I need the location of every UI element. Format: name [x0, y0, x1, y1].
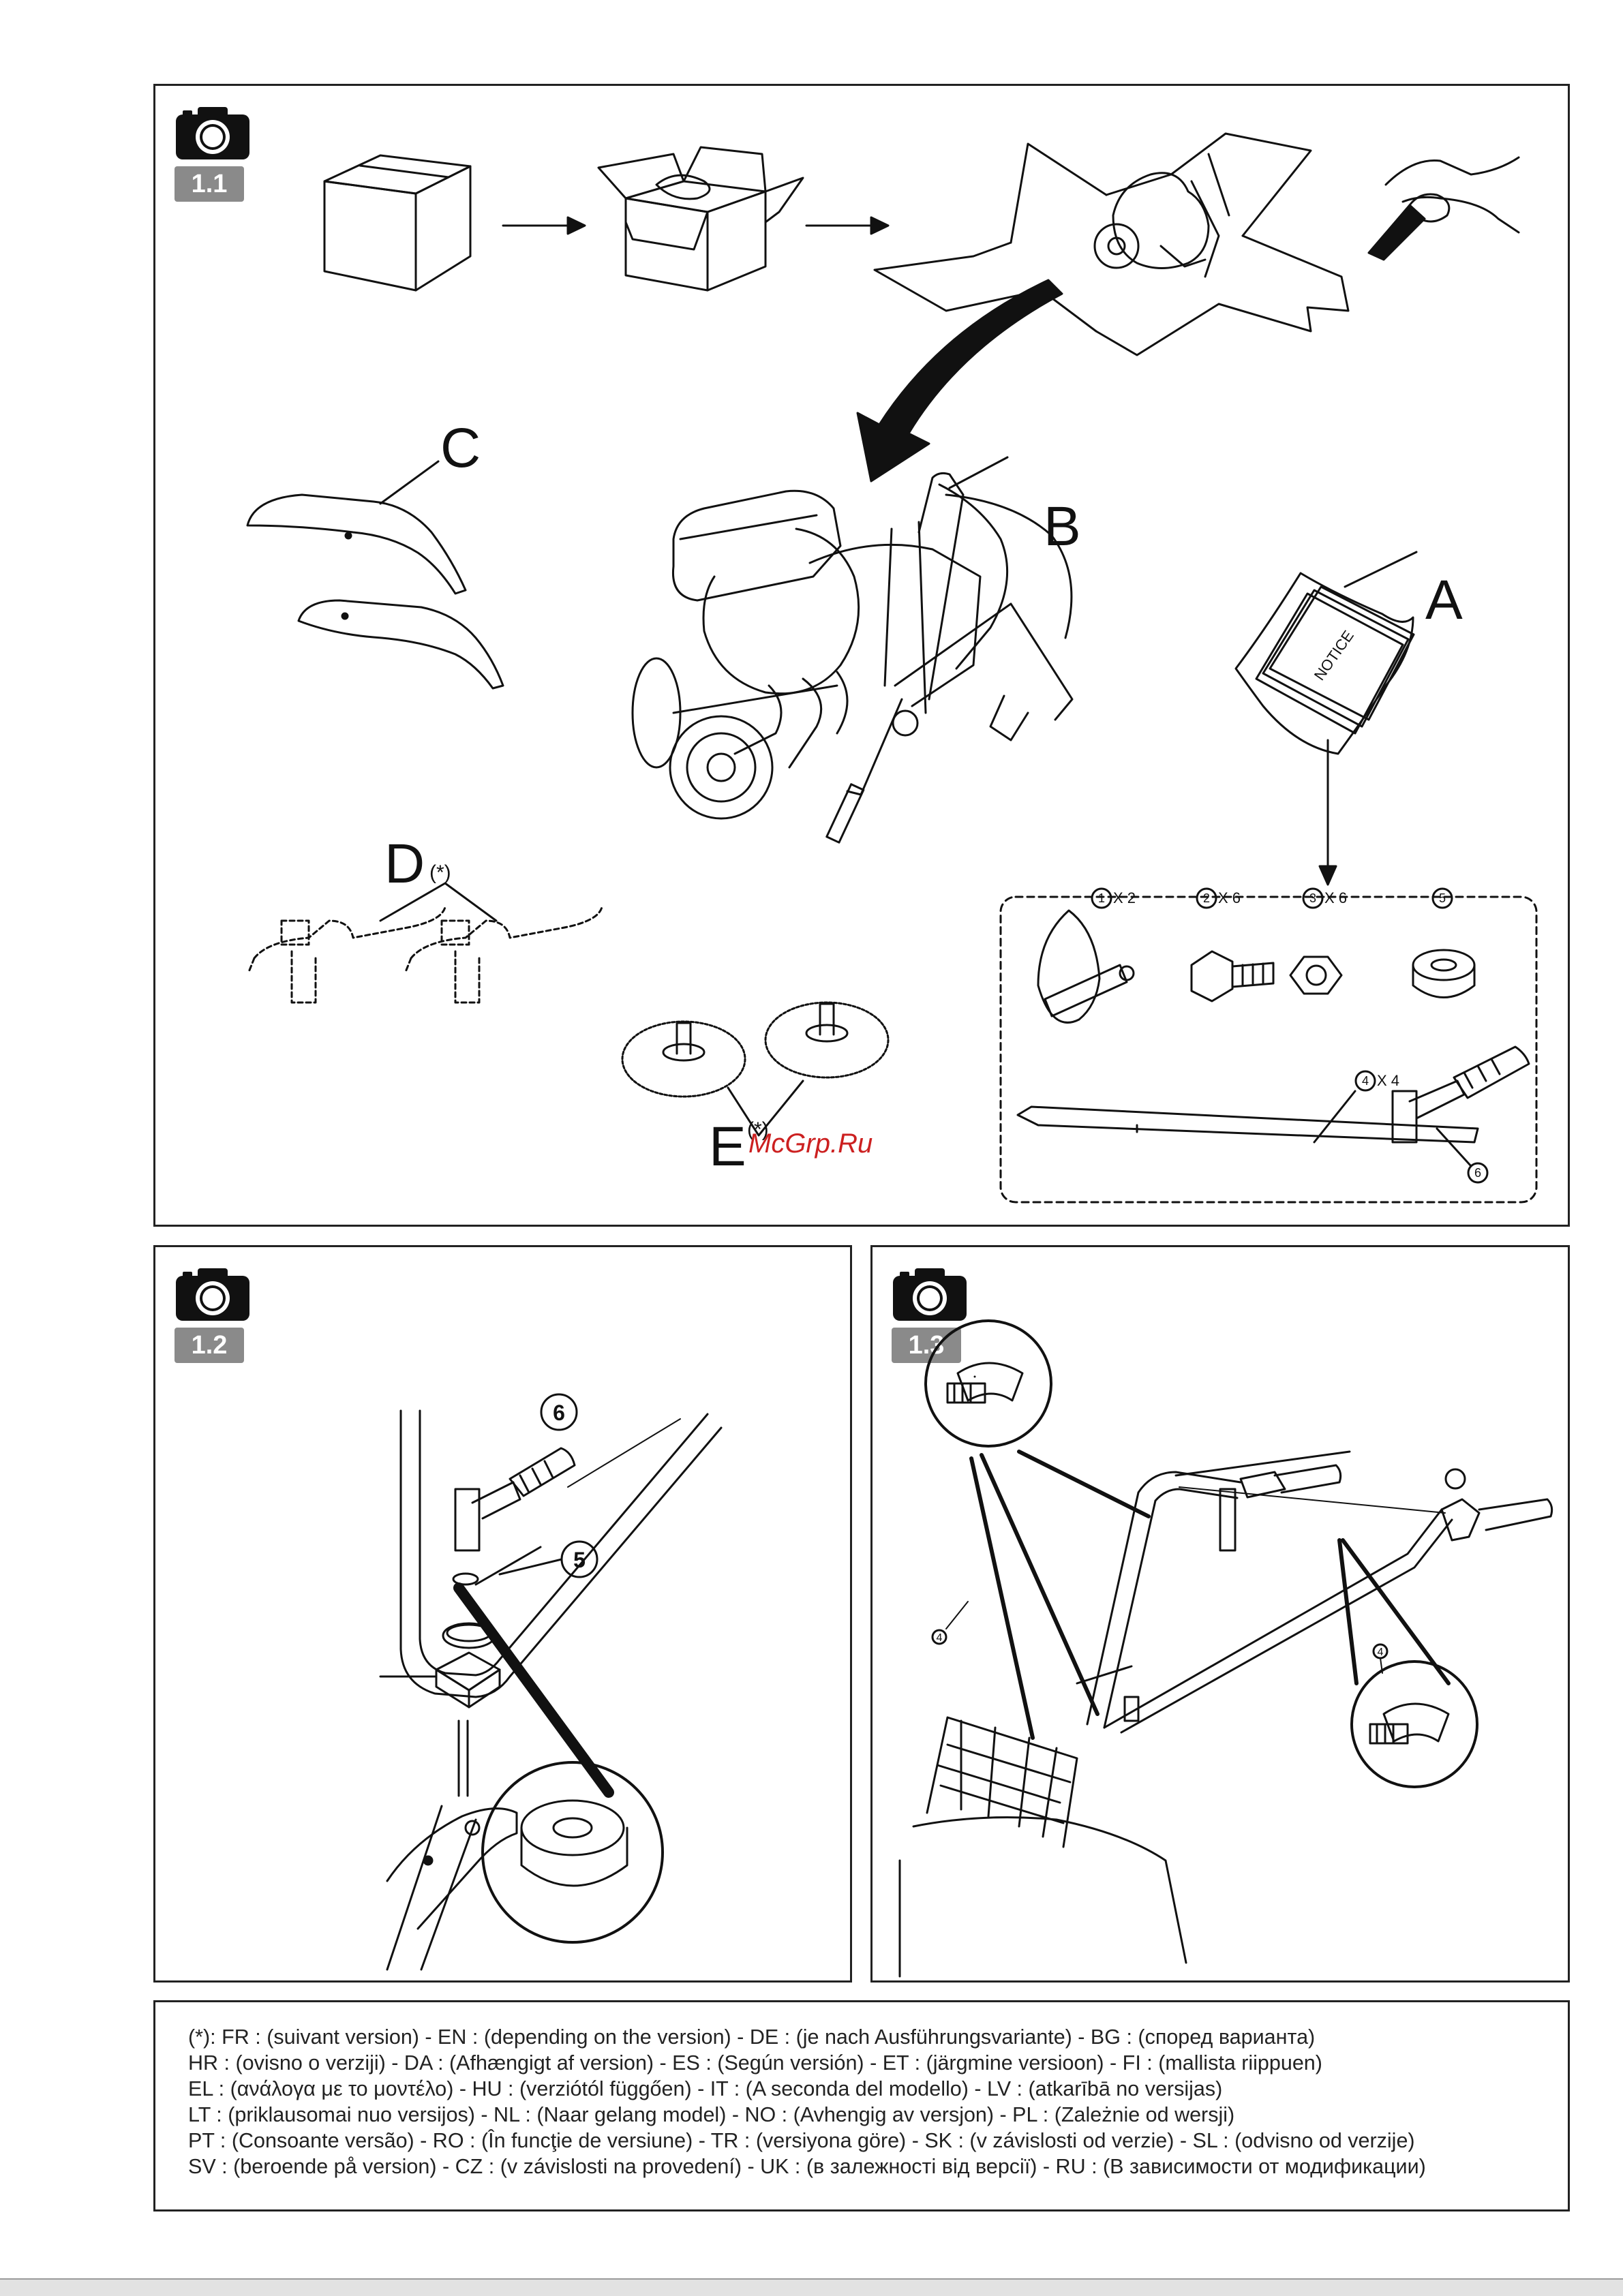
arrow-right-icon	[502, 216, 586, 235]
part-number: 1	[1098, 891, 1105, 905]
cable-tie-illustration	[898, 1319, 1553, 1978]
opened-box-with-tiller	[873, 132, 1350, 356]
part-quantity: X 6	[1218, 889, 1241, 906]
footer-divider	[0, 2278, 1623, 2280]
figure-badge: 1.3	[892, 1328, 961, 1363]
notice-booklet	[1234, 551, 1418, 886]
part-quantity: X 4	[1377, 1072, 1399, 1089]
tiller-machine	[631, 456, 1074, 844]
part-d-leader	[379, 882, 498, 922]
callout-6: 6	[553, 1400, 565, 1425]
part-number: 6	[1474, 1166, 1481, 1180]
callout-4: 4	[937, 1632, 943, 1644]
hand-with-box-cutter	[1367, 156, 1520, 261]
curved-arrow-icon	[856, 279, 1063, 483]
handle-callouts: 6 5	[553, 1400, 586, 1572]
footer-strip	[0, 2280, 1623, 2296]
part-2-bolt	[1190, 887, 1275, 1002]
cable-tie-callouts: 4 4	[937, 1632, 1384, 1658]
part-1-pin	[1037, 887, 1135, 1024]
parts-kit-box	[999, 896, 1538, 1204]
part-number: 4	[1362, 1074, 1369, 1088]
camera-icon	[176, 107, 249, 159]
notes-line: HR : (ovisno o verziji) - DA : (Afhængig…	[188, 2051, 1322, 2075]
callout-4: 4	[1378, 1647, 1384, 1658]
callout-5: 5	[573, 1548, 586, 1572]
part-number: 2	[1203, 891, 1210, 905]
camera-icon	[893, 1268, 967, 1321]
label-a: A	[1425, 569, 1463, 631]
unboxing-illustration: 1 2 3 5 4 6 X 2 X 6 X 6 X 4 NOTICE	[246, 132, 1538, 1204]
part-quantity: X 2	[1113, 889, 1136, 906]
label-d-version-mark: (*)	[429, 861, 451, 884]
camera-icon	[176, 1268, 249, 1321]
notes-line: (*): FR : (suivant version) - EN : (depe…	[188, 2025, 1316, 2049]
part-3-nut	[1289, 887, 1343, 995]
part-e-discs	[621, 1001, 890, 1137]
label-b: B	[1044, 495, 1081, 557]
open-box	[597, 146, 804, 292]
part-number: 5	[1439, 891, 1446, 905]
notice-label: NOTICE	[1311, 627, 1357, 683]
part-6-wrench	[1391, 1045, 1530, 1184]
label-e: E	[709, 1116, 746, 1178]
label-c: C	[440, 417, 481, 479]
figure-badge: 1.1	[175, 166, 244, 202]
label-e-version-mark: (*)	[747, 1118, 769, 1141]
panel-1-1: 1.1	[153, 84, 1570, 1227]
notes-line: PT : (Consoante versão) - RO : (În funcţ…	[188, 2129, 1415, 2152]
watermark: McGrp.Ru	[748, 1129, 873, 1159]
part-d-handles	[247, 906, 603, 1004]
arrow-right-icon	[805, 216, 890, 235]
panel-1-3: 1.3	[870, 1245, 1570, 1983]
part-4-cable-tie	[1016, 1070, 1479, 1144]
part-number: 3	[1309, 891, 1316, 905]
label-d: D	[384, 833, 425, 895]
part-c-covers	[246, 460, 504, 690]
notes-line: EL : (ανάλογα με το μοντέλο) - HU : (ver…	[188, 2077, 1223, 2100]
notes-line: SV : (beroende på version) - CZ : (v záv…	[188, 2155, 1426, 2178]
panel-1-2: 1.2 6 5	[153, 1245, 852, 1983]
part-5-spacer	[1412, 887, 1476, 998]
version-notes-panel: (*): FR : (suivant version) - EN : (depe…	[153, 2000, 1570, 2211]
closed-box	[323, 154, 472, 292]
notes-line: LT : (priklausomai nuo versijos) - NL : …	[188, 2103, 1235, 2126]
handle-assembly-illustration	[379, 1393, 723, 1971]
part-quantity: X 6	[1324, 889, 1347, 906]
version-notes: (*): FR : (suivant version) - EN : (depe…	[188, 2024, 1547, 2179]
figure-badge: 1.2	[175, 1328, 244, 1363]
